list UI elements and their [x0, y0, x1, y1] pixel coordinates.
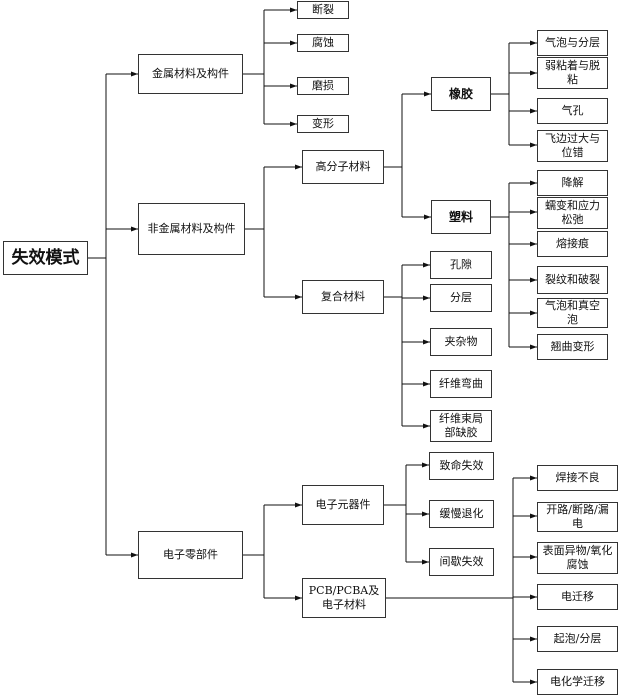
leaf-composite-porosity: 孔隙 [430, 251, 492, 279]
node-nonmetal: 非金属材料及构件 [138, 203, 245, 255]
leaf-rubber-bubble-delamination: 气泡与分层 [537, 30, 608, 56]
leaf-composite-inclusions: 夹杂物 [430, 328, 492, 356]
leaf-deformation: 变形 [297, 115, 349, 133]
leaf-pcb-electromigration: 电迁移 [537, 584, 618, 610]
node-pcb-pcba: PCB/PCBA及电子材料 [302, 578, 386, 618]
leaf-pcb-electrochemical-migration: 电化学迁移 [537, 669, 618, 695]
leaf-fracture: 断裂 [297, 1, 349, 19]
node-polymer: 高分子材料 [302, 150, 384, 184]
leaf-gradual-degradation: 缓慢退化 [429, 500, 494, 528]
leaf-plastic-warpage: 翘曲变形 [537, 334, 608, 360]
leaf-pcb-open-leakage: 开路/断路/漏电 [537, 502, 618, 532]
root-node: 失效模式 [3, 241, 88, 275]
node-electronic-components: 电子元器件 [302, 485, 384, 525]
leaf-plastic-weld-line: 熔接痕 [537, 231, 608, 257]
node-plastic: 塑料 [431, 200, 491, 234]
leaf-corrosion: 腐蚀 [297, 34, 349, 52]
node-electronic: 电子零部件 [138, 531, 243, 579]
leaf-plastic-creep: 蠕变和应力松弛 [537, 197, 608, 229]
leaf-wear: 磨损 [297, 77, 349, 95]
leaf-rubber-weak-adhesion: 弱粘着与脱粘 [537, 57, 608, 89]
leaf-pcb-foreign-oxidation: 表面异物/氧化腐蚀 [537, 542, 618, 574]
leaf-composite-delamination: 分层 [430, 284, 492, 312]
leaf-rubber-pores: 气孔 [537, 98, 608, 124]
node-metal: 金属材料及构件 [138, 54, 243, 94]
leaf-catastrophic-failure: 致命失效 [429, 452, 494, 480]
leaf-intermittent-failure: 间歇失效 [429, 548, 494, 576]
leaf-composite-dry-fiber: 纤维束局部缺胶 [430, 410, 492, 442]
leaf-pcb-poor-soldering: 焊接不良 [537, 465, 618, 491]
node-composite: 复合材料 [302, 280, 384, 314]
node-rubber: 橡胶 [431, 77, 491, 111]
leaf-composite-fiber-waviness: 纤维弯曲 [430, 370, 492, 398]
leaf-pcb-blister-delamination: 起泡/分层 [537, 626, 618, 652]
leaf-rubber-flash: 飞边过大与位错 [537, 130, 608, 162]
leaf-plastic-cracks: 裂纹和破裂 [537, 266, 608, 294]
leaf-plastic-degradation: 降解 [537, 170, 608, 196]
leaf-plastic-voids: 气泡和真空泡 [537, 298, 608, 328]
